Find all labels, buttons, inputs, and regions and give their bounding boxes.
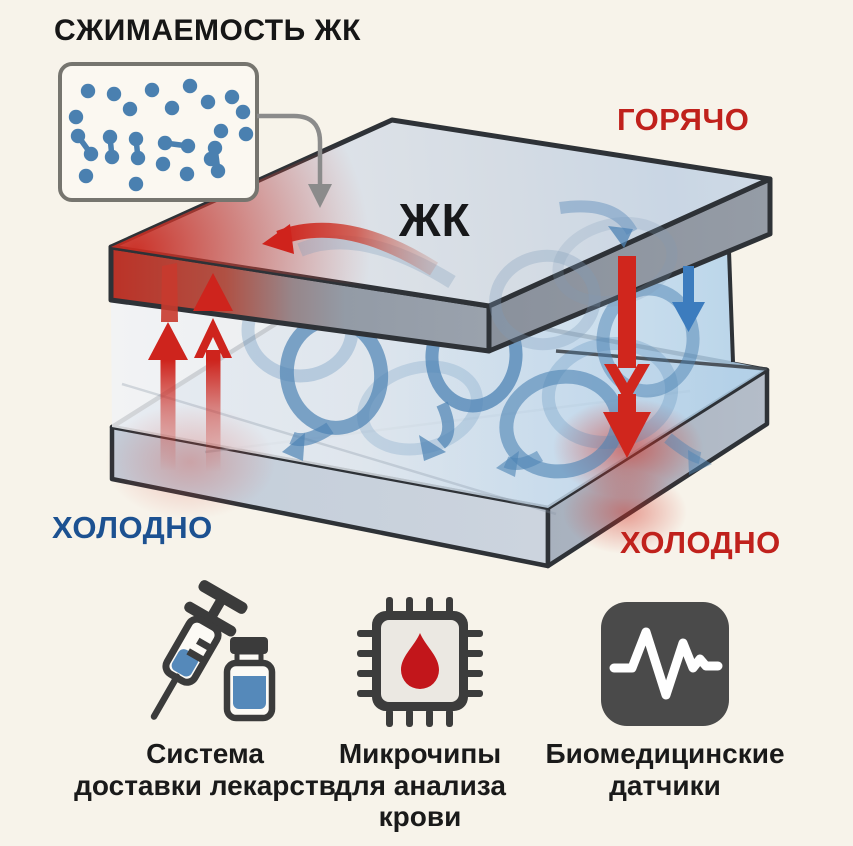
hot-spot-glow-front [563, 470, 687, 554]
hot-up-arrows [148, 263, 233, 472]
plate-back-edge [555, 349, 768, 371]
hot-label: ГОРЯЧО [617, 102, 750, 137]
molecule-inset [58, 62, 259, 202]
top-plate-hot-corner [111, 120, 770, 306]
lc-layer-edge [727, 250, 735, 363]
surface-swirl-arrowhead [608, 226, 633, 248]
syringe-vial-icon [150, 580, 276, 722]
connector-arrow [257, 113, 332, 208]
swirl-arrowheads [282, 433, 712, 477]
cold-right-label: ХОЛОДНО [620, 525, 781, 560]
lc-label: ЖК [399, 194, 471, 246]
feature-caption: Биомедицинские датчики [545, 738, 785, 801]
feature-caption: Система доставки лекарств [74, 738, 336, 801]
feature-blood-microchips: Микрочипы для анализа крови [307, 585, 533, 833]
feature-biomedical-sensors: Биомедицинские датчики [533, 585, 797, 801]
hot-surface-arrow [262, 222, 438, 276]
page-title: СЖИМАЕМОСТЬ ЖК [54, 14, 361, 47]
pulse-sensor-icon [601, 602, 729, 726]
warm-column-glow [105, 404, 275, 520]
applications-row: Система доставки лекарств [0, 580, 853, 846]
cold-down-arrow-blue [672, 266, 705, 332]
feature-drug-delivery: Система доставки лекарств [70, 580, 340, 801]
cold-left-label: ХОЛОДНО [52, 510, 213, 545]
molecule-dots-icon [68, 78, 254, 192]
microchip-blood-drop-icon [357, 597, 483, 727]
feature-caption: Микрочипы для анализа крови [334, 738, 506, 833]
cold-down-arrow-red [603, 256, 651, 458]
convection-swirls [241, 277, 702, 479]
